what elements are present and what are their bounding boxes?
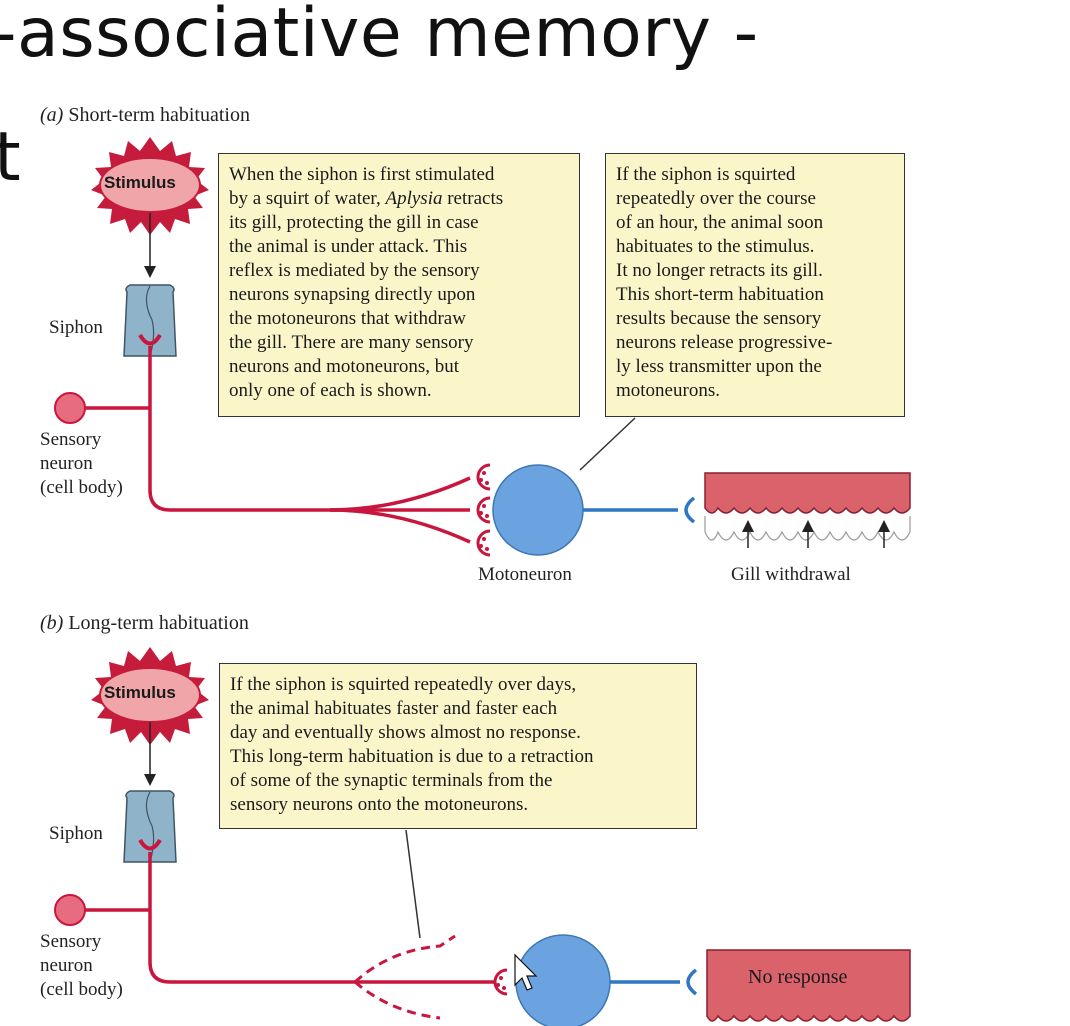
explanation-box-long-term: If the siphon is squirted repeatedly ove… [219,663,697,829]
sensory-neuron-label-a: Sensory neuron (cell body) [40,429,123,498]
motoneuron-a [492,464,696,556]
panel-a-label: (a) Short-term habituation [40,104,250,127]
gill-withdrawal-label: Gill withdrawal [731,564,851,585]
box1-text-part2: retracts its gill, protecting the gill i… [229,188,504,401]
stimulus-burst-a [91,137,209,235]
explanation-box-first-stimulation: When the siphon is first stimulated by a… [218,153,580,417]
stimulus-label-b: Stimulus [104,683,176,702]
stimulus-burst-b [91,647,209,745]
box1-text-part1: When the siphon is first stimulated by a… [229,164,495,209]
sensory-neuron-a [54,346,471,544]
box2-pointer-a [579,417,636,471]
panel-a-title: Short-term habituation [68,104,250,126]
sensory-neuron-b [54,852,508,1020]
box1-text-italic: Aplysia [385,188,443,209]
siphon-label-a: Siphon [49,317,103,338]
no-response-label: No response [748,966,848,988]
panel-b-label: (b) Long-term habituation [40,612,249,635]
stimulus-label-a: Stimulus [104,173,176,192]
synaptic-terminals-a [476,463,491,557]
gill-a [704,472,911,548]
box-pointer-b [405,829,421,939]
panel-b-letter: (b) [40,612,64,634]
siphon-a [123,284,177,357]
gill-b [706,949,911,1022]
slide-title-line2: t [0,118,21,197]
siphon-b [123,790,177,863]
slide-title: -associative memory - [0,0,759,73]
siphon-label-b: Siphon [49,823,103,844]
panel-b-title: Long-term habituation [68,612,249,634]
sensory-neuron-label-b: Sensory neuron (cell body) [40,931,123,1000]
panel-a-letter: (a) [40,104,64,126]
mouse-cursor [514,953,538,991]
motoneuron-b [515,934,698,1026]
explanation-box-short-term: If the siphon is squirted repeatedly ove… [605,153,905,417]
motoneuron-label: Motoneuron [478,564,572,585]
